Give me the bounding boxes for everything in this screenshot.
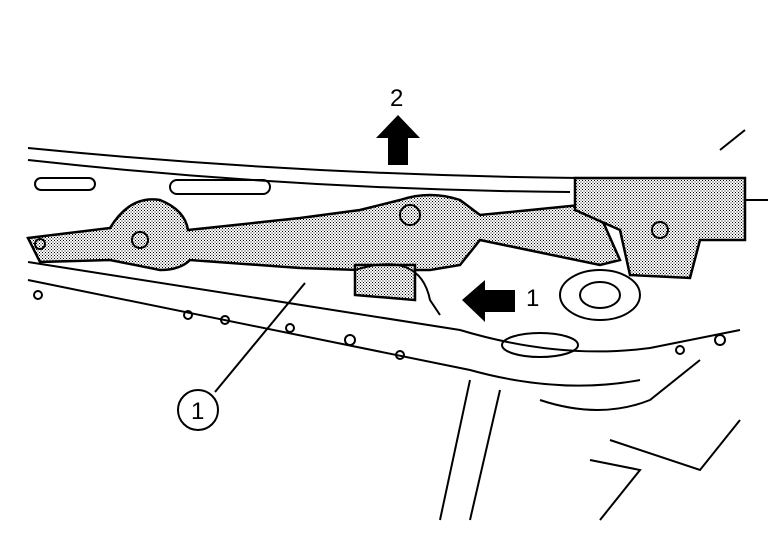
body-panel-lines xyxy=(27,129,768,521)
linkage-detail-lines xyxy=(34,204,669,316)
wiper-motor-linkage-assembly xyxy=(26,176,747,302)
arrow-label-1: 1 xyxy=(526,285,539,312)
direction-arrow-up xyxy=(376,115,420,165)
mounting-holes xyxy=(33,290,726,360)
callout-number-1: 1 xyxy=(191,398,204,425)
callout-leader xyxy=(177,282,306,431)
direction-arrow-left xyxy=(462,280,515,322)
arrow-label-2: 2 xyxy=(390,85,403,112)
